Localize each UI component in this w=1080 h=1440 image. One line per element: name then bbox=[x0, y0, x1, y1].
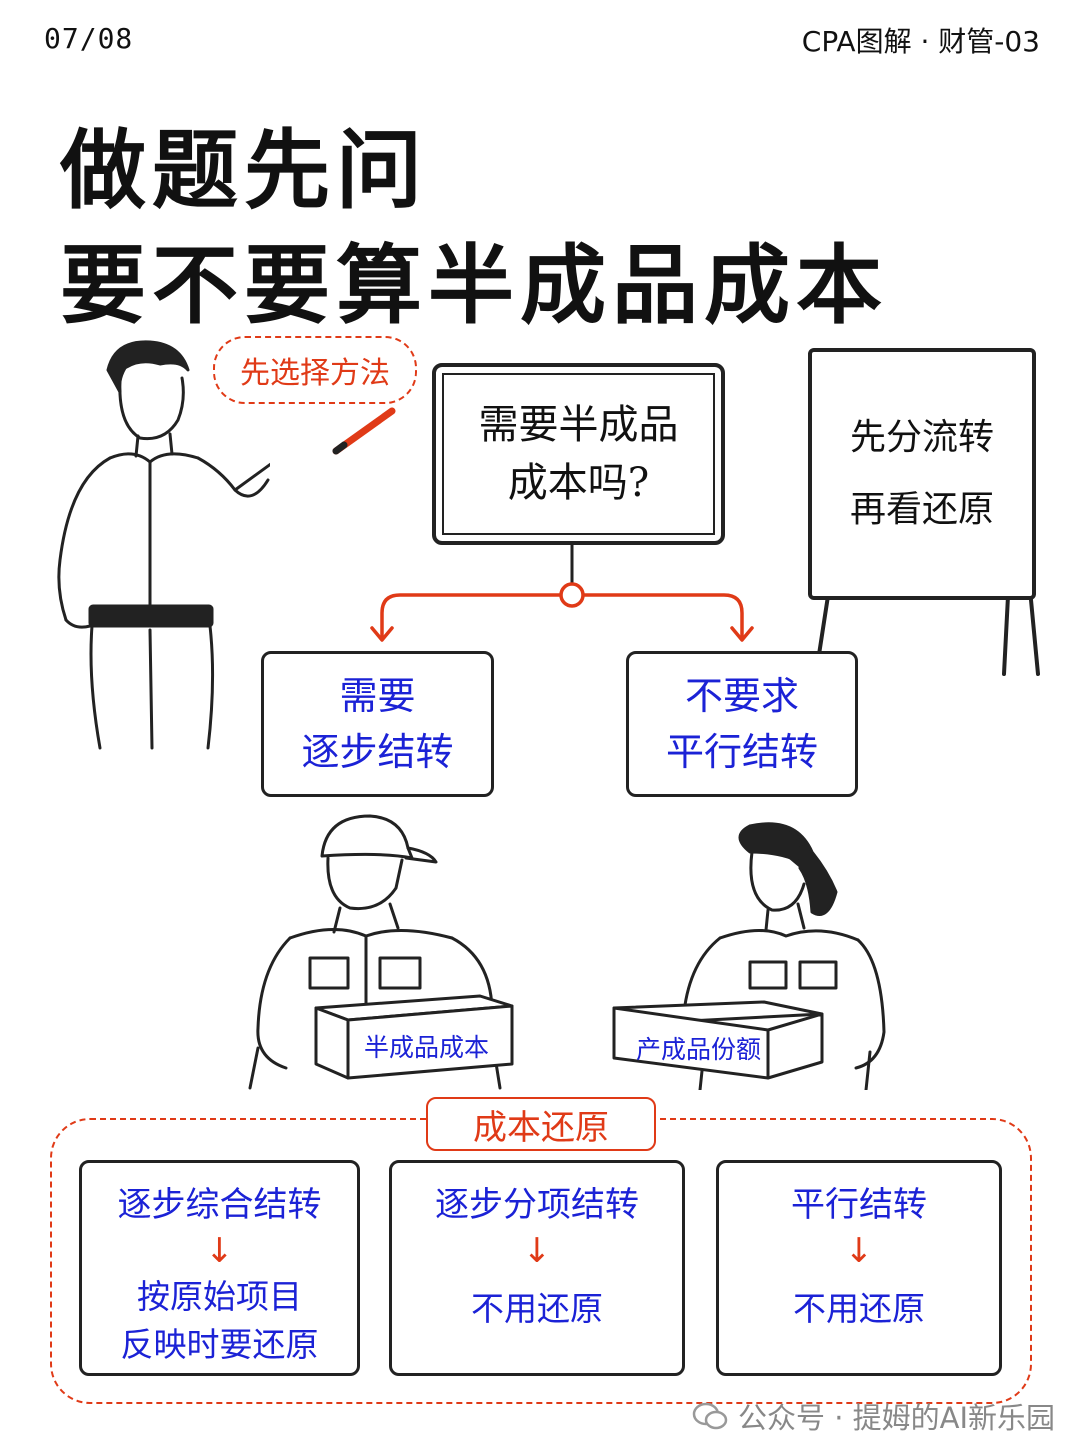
branch-need-line-2: 逐步结转 bbox=[301, 730, 454, 774]
carton-right-label: 产成品份额 bbox=[636, 1035, 762, 1064]
branch-parallel-transfer: 不要求 平行结转 bbox=[626, 651, 858, 797]
branch-parallel-line-2: 平行结转 bbox=[665, 730, 818, 774]
wechat-icon bbox=[692, 1402, 728, 1430]
page-title-line-1: 做题先问 bbox=[60, 120, 428, 221]
restore-card-1-result-1: 按原始项目 bbox=[137, 1277, 302, 1316]
restore-card-1-result-2: 反映时要还原 bbox=[120, 1325, 319, 1364]
carton-right bbox=[612, 1000, 824, 1080]
choose-method-tag: 先选择方法 bbox=[213, 336, 417, 404]
restore-card-step-comprehensive: 逐步综合结转 ↓ 按原始项目 反映时要还原 bbox=[79, 1160, 360, 1376]
down-arrow-icon: ↓ bbox=[522, 1231, 552, 1271]
restore-card-3-head: 平行结转 bbox=[791, 1185, 927, 1225]
watermark: 公众号 · 提姆的AI新乐园 bbox=[692, 1395, 1055, 1437]
page-title-line-2: 要不要算半成品成本 bbox=[60, 235, 888, 336]
carton-left-label: 半成品成本 bbox=[364, 1033, 490, 1062]
series-label: CPA图解 · 财管-03 bbox=[801, 25, 1040, 58]
restore-card-step-itemized: 逐步分项结转 ↓ 不用还原 bbox=[389, 1160, 685, 1376]
board-line-1: 先分流转 bbox=[849, 417, 994, 458]
branch-need-line-1: 需要 bbox=[339, 674, 416, 718]
down-arrow-icon: ↓ bbox=[844, 1231, 874, 1271]
restore-card-2-result-1: 不用还原 bbox=[471, 1289, 603, 1328]
question-line-2: 成本吗? bbox=[507, 460, 650, 506]
board-line-2: 再看还原 bbox=[849, 489, 994, 530]
restore-card-2-head: 逐步分项结转 bbox=[435, 1185, 639, 1225]
page-number: 07/08 bbox=[44, 22, 134, 55]
flow-connectors bbox=[370, 545, 754, 642]
question-box: 需要半成品 成本吗? bbox=[432, 363, 725, 545]
question-line-1: 需要半成品 bbox=[478, 402, 679, 448]
branch-parallel-line-1: 不要求 bbox=[684, 674, 799, 718]
restore-section-title: 成本还原 bbox=[426, 1097, 656, 1151]
restore-card-1-head: 逐步综合结转 bbox=[117, 1185, 322, 1225]
carton-left bbox=[314, 994, 514, 1080]
down-arrow-icon: ↓ bbox=[205, 1231, 234, 1271]
pen-pointer bbox=[332, 407, 396, 455]
flip-board: 先分流转 再看还原 bbox=[808, 348, 1036, 600]
restore-card-3-result-1: 不用还原 bbox=[793, 1289, 925, 1328]
branch-need-step-transfer: 需要 逐步结转 bbox=[261, 651, 494, 797]
restore-card-parallel: 平行结转 ↓ 不用还原 bbox=[716, 1160, 1002, 1376]
watermark-text: 公众号 · 提姆的AI新乐园 bbox=[738, 1401, 1056, 1435]
teacher-illustration bbox=[57, 340, 270, 750]
